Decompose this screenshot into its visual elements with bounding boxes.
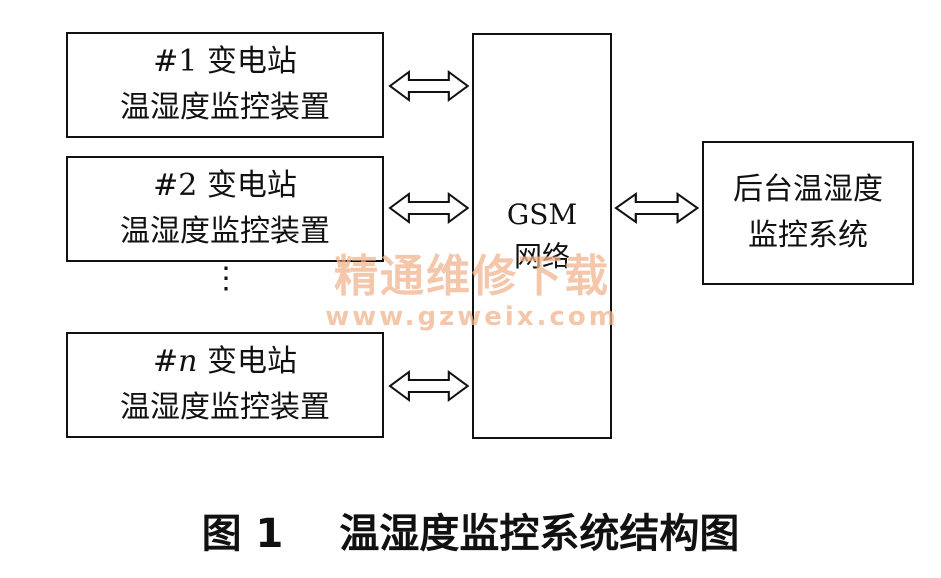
figure-number: 图 1 — [201, 511, 284, 557]
station-n-device: 温湿度监控装置 — [120, 390, 330, 425]
backend-monitoring-box: 后台温湿度 监控系统 — [702, 141, 914, 285]
station-n-box: #n 变电站 温湿度监控装置 — [66, 332, 384, 438]
station-n-number: #n — [152, 344, 198, 379]
station-2-label: 变电站 — [206, 168, 297, 203]
figure-caption: 图 1 温湿度监控系统结构图 — [0, 506, 941, 562]
station-2-device: 温湿度监控装置 — [120, 214, 330, 249]
station-1-label: 变电站 — [206, 44, 297, 79]
arrow-station-1-gsm — [388, 69, 470, 103]
gsm-network-box: GSM 网络 — [472, 33, 612, 439]
backend-line-1: 后台温湿度 — [733, 172, 883, 207]
station-1-device: 温湿度监控装置 — [120, 90, 330, 125]
station-n-label: 变电站 — [207, 344, 297, 379]
gsm-label: GSM — [506, 198, 578, 231]
figure-title: 温湿度监控系统结构图 — [339, 511, 740, 557]
station-1-box: #1 变电站 温湿度监控装置 — [66, 32, 384, 138]
station-2-number: #2 — [153, 168, 198, 203]
backend-line-2: 监控系统 — [748, 218, 868, 253]
station-1-title: #1 变电站 — [153, 39, 297, 85]
station-n-title: #n 变电站 — [153, 339, 297, 385]
network-label: 网络 — [513, 240, 570, 273]
arrow-gsm-backend — [614, 191, 700, 225]
station-2-box: #2 变电站 温湿度监控装置 — [66, 156, 384, 262]
station-2-title: #2 变电站 — [153, 163, 297, 209]
arrow-station-n-gsm — [388, 369, 470, 403]
station-1-number: #1 — [153, 44, 198, 79]
arrow-station-2-gsm — [388, 191, 470, 225]
